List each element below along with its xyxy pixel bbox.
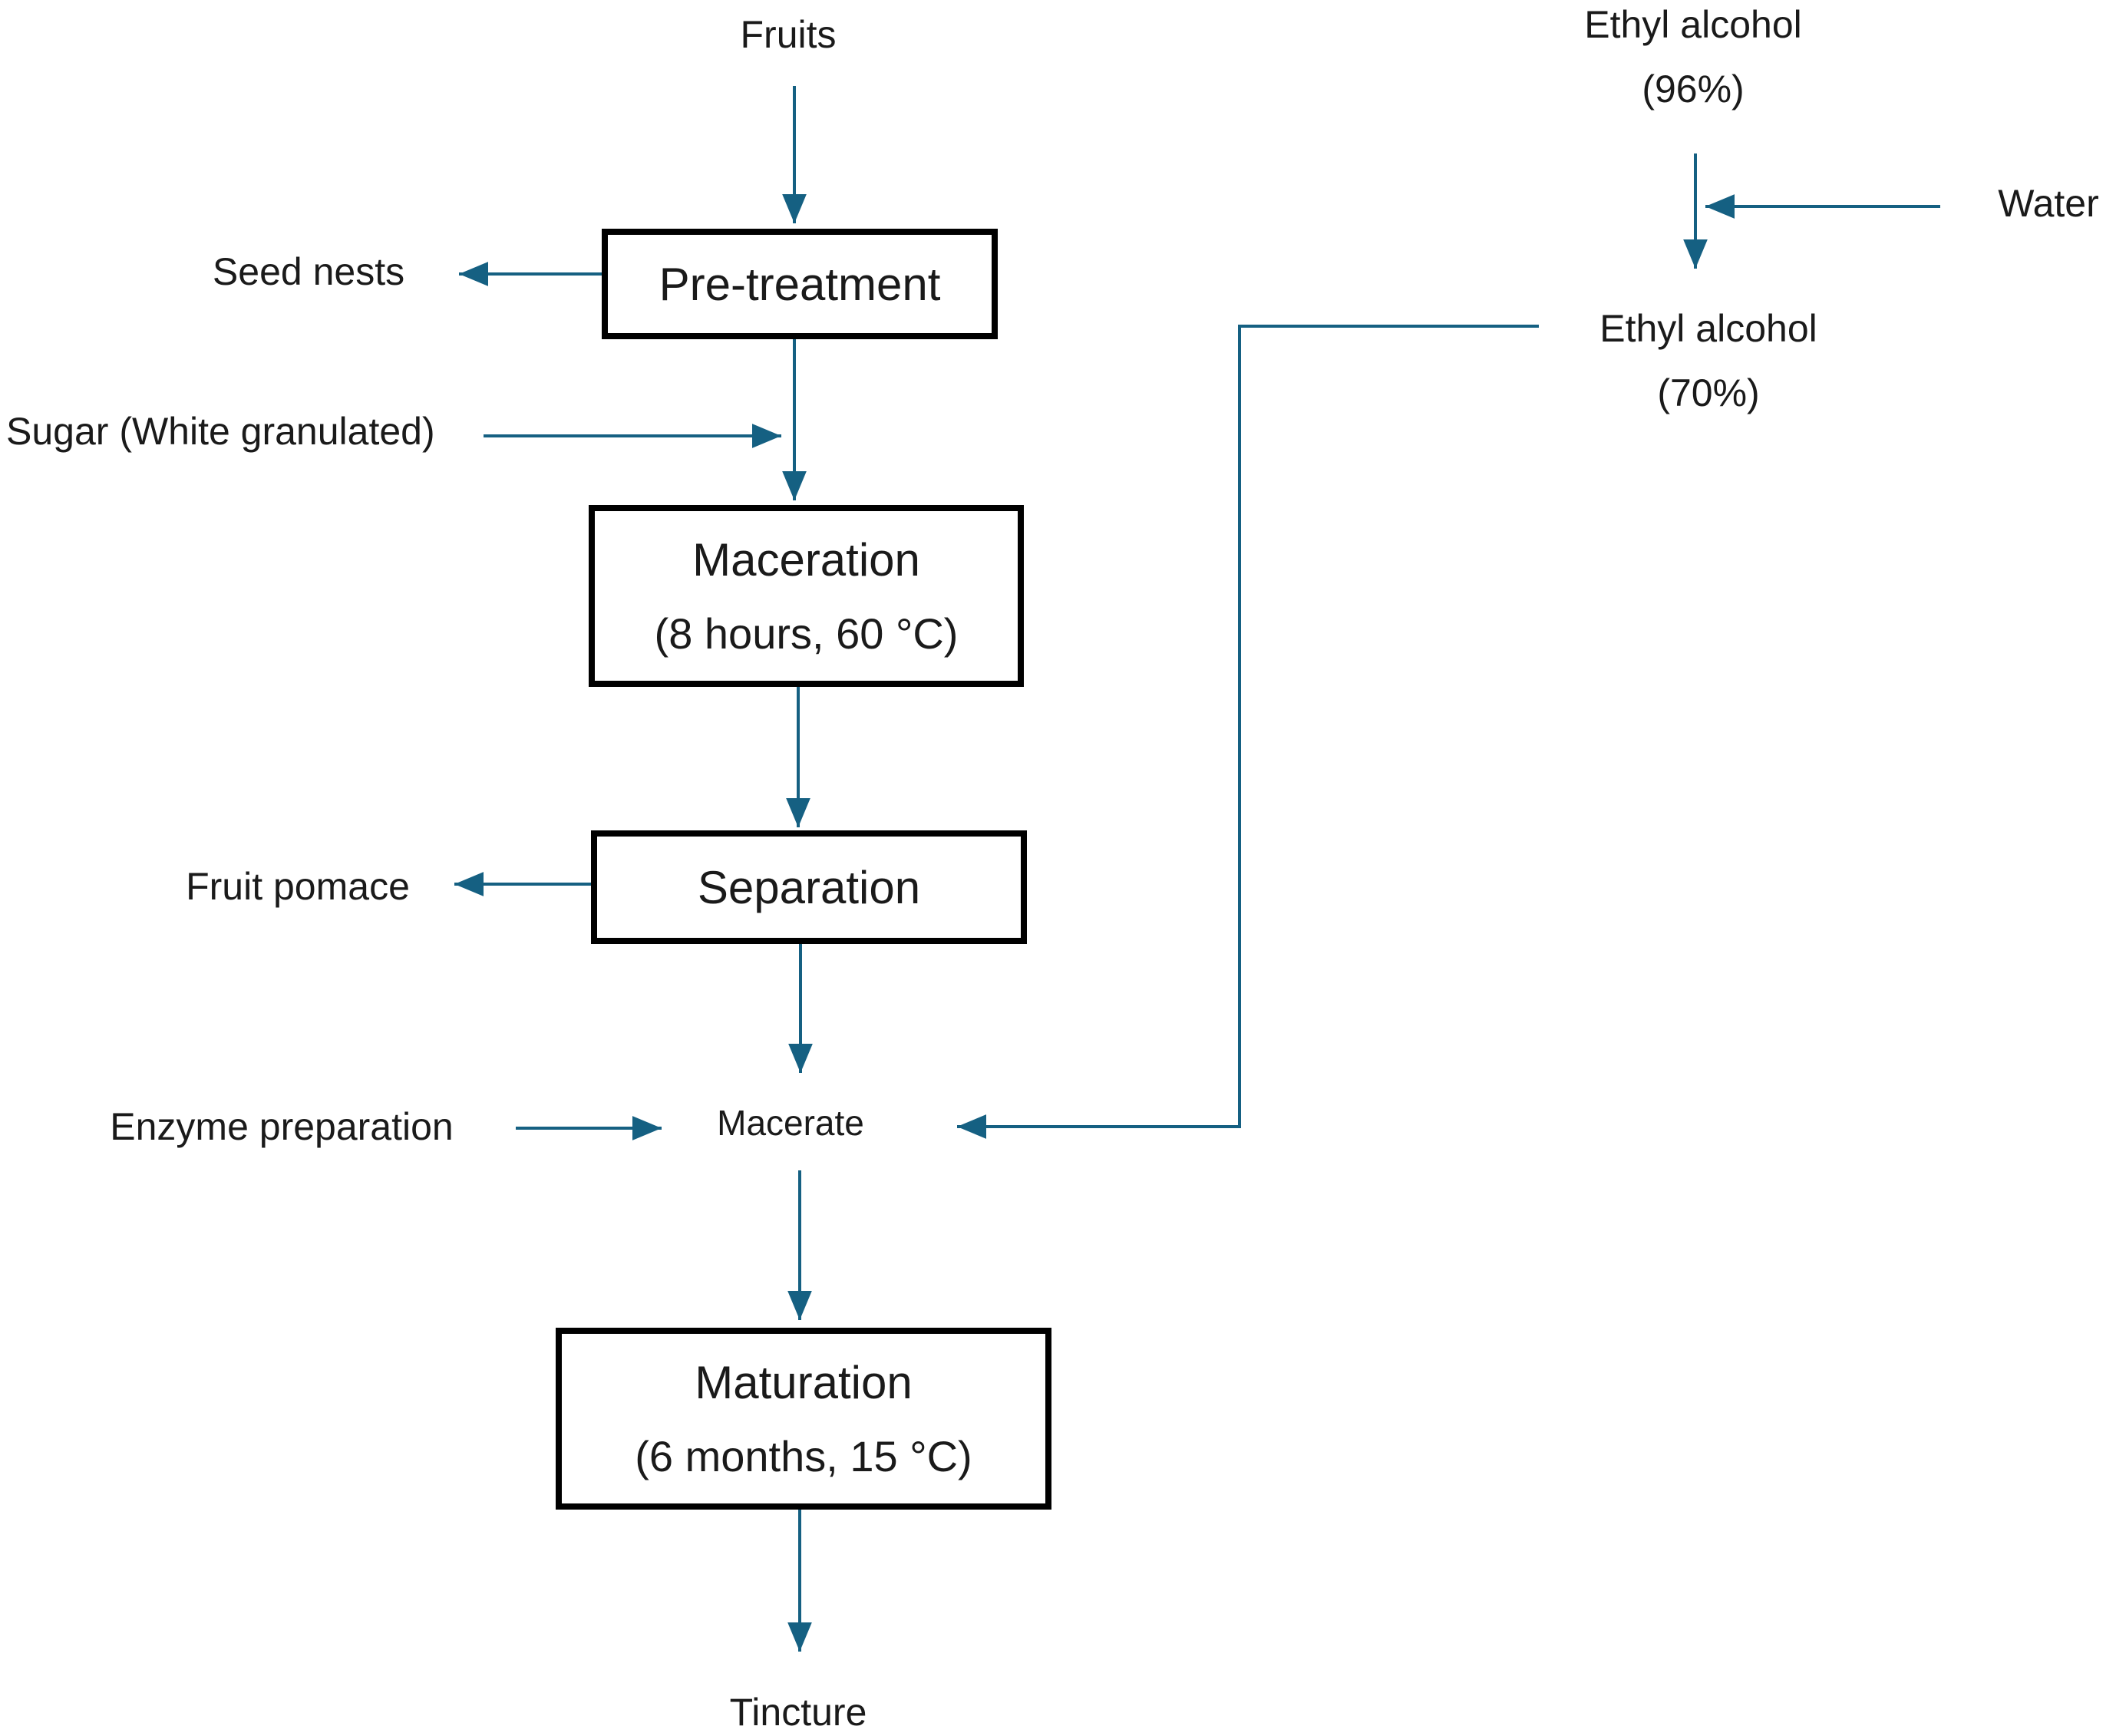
label-ethyl-alcohol-70-name: Ethyl alcohol <box>1599 307 1817 350</box>
label-water: Water <box>1998 182 2099 225</box>
label-enzyme-preparation: Enzyme preparation <box>110 1105 454 1148</box>
label-ethyl-alcohol-96-name: Ethyl alcohol <box>1584 3 1802 46</box>
label-ethyl-alcohol-96: Ethyl alcohol (96%) <box>1584 2 1802 111</box>
label-ethyl-alcohol-70-strength: (70%) <box>1657 371 1760 414</box>
node-maceration-conditions: (8 hours, 60 °C) <box>654 609 959 658</box>
node-maturation: Maturation (6 months, 15 °C) <box>556 1328 1051 1510</box>
label-fruit-pomace: Fruit pomace <box>186 865 410 908</box>
node-pretreatment-label: Pre-treatment <box>659 258 941 310</box>
arrow-ethyl70-to-macerate <box>957 325 1539 1139</box>
node-maceration: Maceration (8 hours, 60 °C) <box>589 505 1024 687</box>
label-tincture: Tincture <box>729 1691 867 1734</box>
label-sugar: Sugar (White granulated) <box>6 410 435 453</box>
label-macerate: Macerate <box>717 1103 864 1143</box>
node-pretreatment: Pre-treatment <box>602 229 998 339</box>
label-ethyl-alcohol-70: Ethyl alcohol (70%) <box>1599 306 1817 415</box>
node-separation: Separation <box>591 830 1027 944</box>
label-ethyl-alcohol-96-strength: (96%) <box>1642 68 1745 111</box>
label-seed-nests: Seed nests <box>212 250 405 293</box>
node-maturation-conditions: (6 months, 15 °C) <box>635 1431 972 1480</box>
label-fruits: Fruits <box>740 13 837 56</box>
node-separation-label: Separation <box>697 861 921 913</box>
node-maturation-label: Maturation <box>695 1356 913 1408</box>
node-maceration-label: Maceration <box>692 533 920 586</box>
